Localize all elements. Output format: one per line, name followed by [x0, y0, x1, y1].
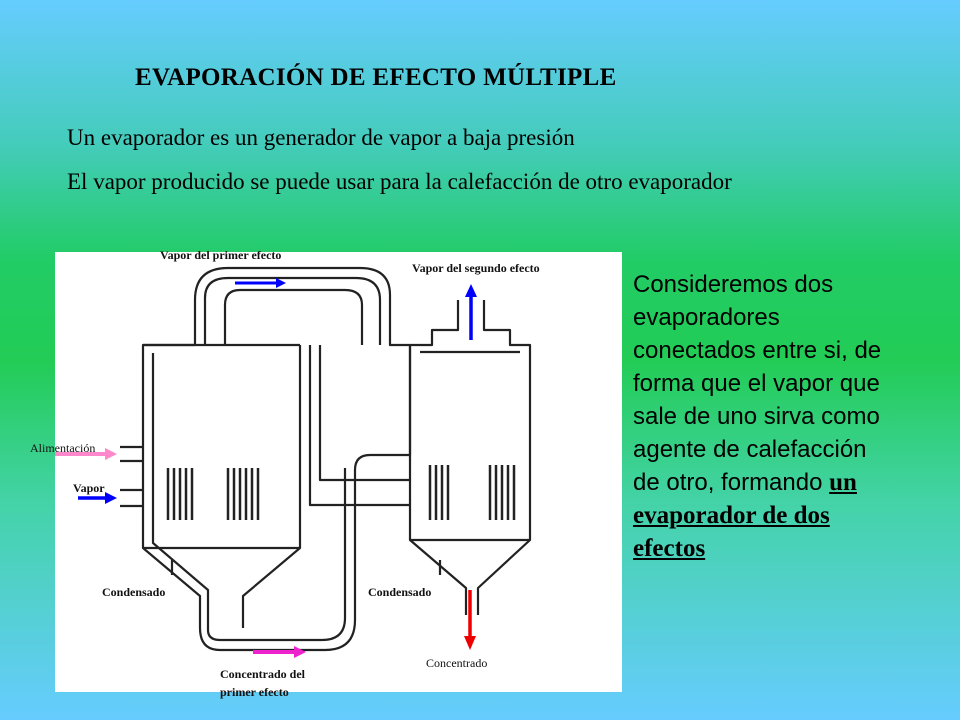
intro-line-1: Un evaporador es un generador de vapor a… [67, 125, 575, 150]
evaporator-diagram [55, 252, 622, 692]
label-alimentacion: Alimentación [30, 441, 96, 455]
vapor-primer-arrow [235, 278, 286, 288]
evaporator-2-outer [408, 300, 532, 615]
evaporator-1-outer [141, 266, 412, 652]
feed-nozzle [120, 445, 143, 463]
vapor-segundo-arrow [465, 284, 477, 340]
downcomer-right [318, 345, 410, 482]
label-concentrado: Concentrado [426, 656, 488, 670]
vapor-pipe-outer [203, 276, 382, 345]
concentrado-arrow [464, 590, 476, 650]
tube-bundles [166, 465, 516, 520]
side-explanation: Consideremos dos evaporadores conectados… [633, 268, 893, 565]
label-concentrado-primer: Concentrado del primer efecto [220, 667, 305, 699]
label-vapor-segundo: Vapor del segundo efecto [412, 261, 540, 275]
label-vapor-primer: Vapor del primer efecto [160, 248, 282, 262]
steam-nozzle [120, 488, 143, 508]
downcomer-left [308, 345, 410, 507]
intro-line-2: El vapor producido se puede usar para la… [67, 169, 732, 194]
concentrado-primer-arrow [253, 646, 306, 658]
vapor-pipe-inner [223, 288, 364, 345]
evaporator-1-inner-left [151, 353, 347, 642]
label-vapor: Vapor [73, 481, 105, 495]
side-text-plain: Consideremos dos evaporadores conectados… [633, 271, 882, 496]
alimentacion-arrow [55, 448, 117, 460]
evaporator-1-body-right [241, 345, 302, 628]
side-text-underlined: un evaporador de dos efectos [633, 469, 857, 562]
vapor-arrow [78, 492, 117, 504]
label-condensado-2: Condensado [368, 585, 432, 599]
label-condensado-1: Condensado [102, 585, 166, 599]
slide-title: EVAPORACIÓN DE EFECTO MÚLTIPLE [135, 64, 617, 91]
